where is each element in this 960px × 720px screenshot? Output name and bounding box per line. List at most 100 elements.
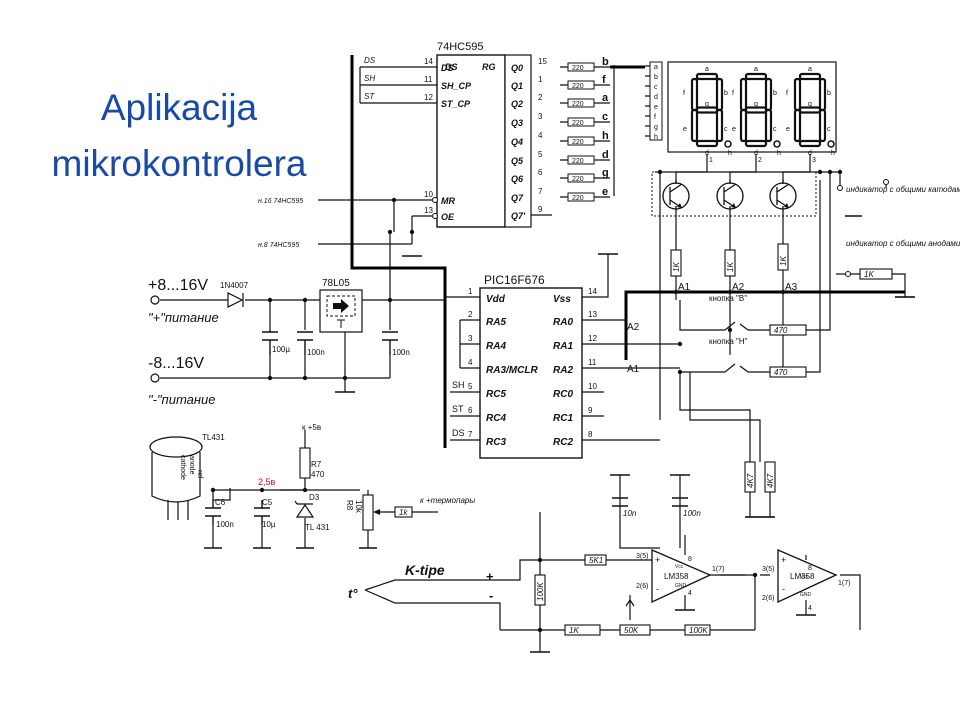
opamp-1-minus: - — [656, 584, 659, 594]
opamp-2-pin-in-plus: 3(5) — [762, 566, 774, 573]
segment-label: c — [724, 126, 728, 133]
segment-letter: b — [602, 56, 609, 68]
resistor-220-label: 220 — [572, 65, 584, 72]
resistor-220 — [567, 117, 595, 127]
segment — [739, 108, 748, 143]
segment — [793, 108, 802, 143]
supply-neg-note: "-"питание — [148, 392, 215, 407]
opamp-1-gnd-label: GND — [675, 583, 687, 589]
net-labels: DS SH ST н.16 74HC595 н.8 74HC595 индика… — [258, 56, 960, 249]
digit-pin-number: 1 — [709, 157, 713, 164]
opamp-2-pin-in-minus: 2(6) — [762, 595, 774, 602]
resistor-220-label: 220 — [572, 83, 584, 90]
opamp-1-plus: + — [655, 555, 660, 565]
net-sh-label: SH — [364, 74, 375, 83]
junction-dot — [537, 557, 543, 563]
segment-label: h — [777, 150, 781, 157]
resistor-220-label: 220 — [572, 158, 584, 165]
resistor-470-b — [769, 324, 807, 336]
resistor-4k7-1-label: 4K7 — [746, 473, 755, 488]
resistor-4k7-2 — [764, 461, 776, 493]
resistor-r7 — [299, 447, 311, 479]
segment — [695, 72, 719, 81]
segment — [818, 77, 827, 112]
decimal-point — [724, 140, 732, 148]
sr-output-label: Q4 — [511, 137, 523, 147]
junction-dot — [387, 229, 393, 235]
thermocouple: K-tipe t° + - — [348, 562, 494, 603]
junction-dot — [302, 487, 308, 493]
segment — [798, 106, 822, 114]
segment-letter: c — [602, 111, 608, 123]
resistor-1k-series — [859, 268, 893, 280]
opamp-2-minus: - — [782, 584, 785, 594]
resistor-220 — [567, 80, 595, 90]
resistor-1k-fb — [564, 624, 601, 636]
resistor-1k-thermo — [394, 506, 413, 518]
open-terminal — [837, 185, 843, 191]
resistor-1k-thermo-label: 1k — [399, 508, 408, 517]
resistor-470-b-label: 470 — [774, 326, 788, 335]
open-terminal — [883, 179, 889, 185]
tl431-name: TL431 — [202, 433, 225, 442]
sr-pin-num: 12 — [424, 93, 433, 102]
resistor-1k-base-1-label: 1K — [672, 262, 681, 272]
regulator-ground-pin — [337, 319, 345, 328]
display-strip-letter: b — [654, 74, 658, 81]
junction-dot — [657, 169, 663, 175]
segment — [744, 106, 768, 114]
resistor-4k7-1 — [744, 461, 756, 493]
resistor-470-h — [769, 366, 807, 378]
opamp-1-pin-in-plus: 3(5) — [636, 553, 648, 560]
resistor-4k7-2-label: 4K7 — [766, 473, 775, 488]
power-supply: +8...16V "+"питание -8...16V "-"питание … — [148, 215, 915, 653]
pic-left-pin-label: Vdd — [486, 294, 506, 305]
pic-right-pin-num: 13 — [588, 310, 597, 319]
chip-pic16f676: PIC16F676 1Vdd2RA53RA44RA3/MCLR5RC5SH6RC… — [452, 273, 597, 459]
supply-neg-terminal-icon — [150, 373, 160, 383]
thermocouple-label: K-tipe — [405, 562, 445, 578]
junction-dot — [727, 327, 733, 333]
junction-dot — [391, 197, 397, 203]
transistor-icon — [716, 180, 744, 212]
r8-label: R8 — [345, 500, 354, 511]
junction-dot — [210, 487, 216, 493]
resistor-1k-base-1 — [670, 249, 682, 277]
button-b-label: кнопка "В" — [709, 294, 747, 303]
transistor-icon — [769, 180, 797, 212]
segment-label: a — [808, 66, 812, 73]
decimal-point — [773, 140, 781, 148]
opamp-2-vcc: 8 — [808, 565, 812, 572]
display-strip-letter: c — [654, 84, 658, 91]
d3-part: TL 431 — [305, 523, 330, 532]
sr-output-num: 2 — [538, 93, 543, 102]
segment — [798, 72, 822, 81]
resistor-50k-label: 50K — [624, 626, 639, 635]
segment-label: b — [827, 90, 831, 97]
zener-d3-icon — [294, 500, 315, 518]
resistor-1k-base-3 — [777, 243, 789, 271]
mr-inverter-dot — [432, 197, 438, 203]
segment-label: h — [728, 150, 732, 157]
title-line-1: Aplikacija — [100, 87, 258, 128]
opamp-1-pin-out: 1(7) — [712, 566, 724, 573]
sr-output-label: Q5 — [511, 156, 524, 166]
sr-pin-num: 10 — [424, 190, 433, 199]
capacitor-100u-icon — [262, 330, 278, 355]
junction-dot — [537, 627, 543, 633]
supply-pos-label: +8...16V — [148, 277, 208, 294]
sr-output-num: 6 — [538, 168, 543, 177]
sr-pin-num: 14 — [424, 57, 433, 66]
cap-10n-label: 10n — [623, 509, 637, 518]
display-strip-letter: e — [654, 104, 658, 111]
junction-dot — [259, 487, 265, 493]
resistor-100k-v — [534, 574, 546, 606]
tl431-pin-anode: anode — [188, 455, 195, 475]
opamp-1-vcc-label: Vcc — [675, 564, 684, 570]
segment-label: g — [754, 101, 758, 108]
pic-right-pin-label: RC1 — [553, 413, 573, 424]
resistor-1k-series-label: 1K — [864, 270, 874, 279]
opamp-1-name: LM358 — [664, 572, 689, 581]
